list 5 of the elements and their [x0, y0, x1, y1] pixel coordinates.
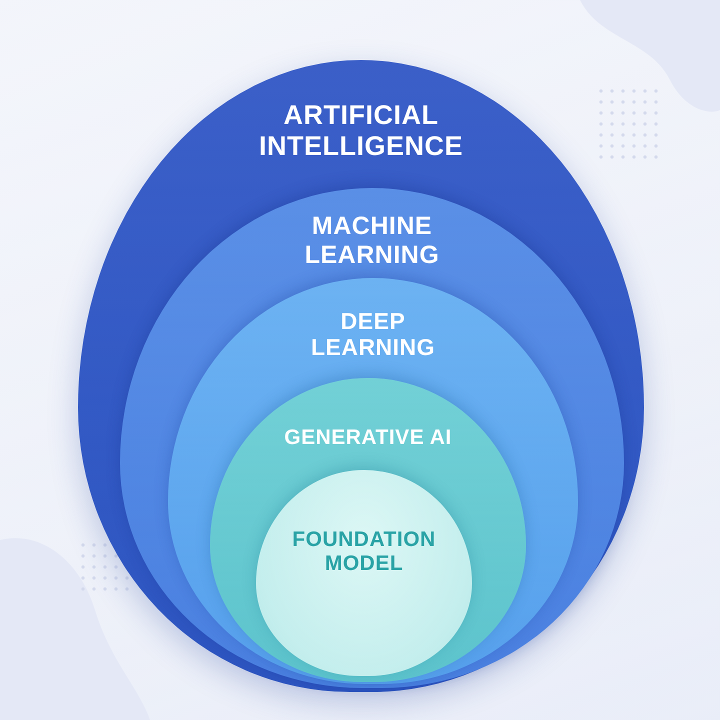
category-label: GENERATIVE AI — [284, 426, 452, 450]
category-label: MACHINE LEARNING — [304, 212, 440, 270]
category-label: FOUNDATION MODEL — [292, 528, 436, 576]
category-label: ARTIFICIAL INTELLIGENCE — [259, 100, 463, 162]
category-label: DEEP LEARNING — [310, 308, 436, 361]
